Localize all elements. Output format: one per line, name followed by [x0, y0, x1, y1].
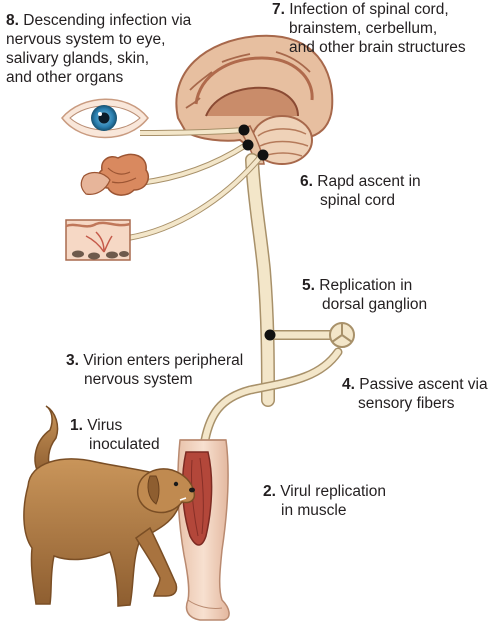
salivary-gland-illustration — [80, 153, 150, 196]
step-3-number: 3. — [66, 352, 79, 369]
step-5-line-1: Replication in — [319, 277, 413, 294]
step-8-line-4: and other organs — [6, 69, 124, 86]
junction-node-ganglion — [264, 329, 276, 341]
step-1-line-2: inoculated — [89, 436, 160, 453]
step-6-line-1: Rapd ascent in — [317, 173, 421, 190]
step-5-number: 5. — [302, 277, 315, 294]
junction-node-salivary — [242, 139, 254, 151]
label-step-6: 6. Rapd ascent in spinal cord — [300, 172, 421, 210]
label-step-2-container: 2. Virul replication in muscle — [263, 482, 386, 520]
label-step-3-container: 3. Virion enters peripheral nervous syst… — [66, 351, 243, 389]
spinal-cord — [245, 153, 275, 407]
human-leg-illustration — [177, 439, 230, 621]
step-3-line-1: Virion enters peripheral — [83, 352, 244, 369]
step-8-line-3: salivary glands, skin, — [6, 50, 150, 67]
step-8-line-1: Descending infection via — [23, 12, 192, 29]
step-3-line-2: nervous system — [84, 371, 193, 388]
label-step-1: 1. Virus inoculated — [70, 416, 160, 454]
skin-section-illustration — [65, 219, 131, 261]
step-7-line-2: brainstem, cerbellum, — [289, 20, 438, 37]
step-4-line-1: Passive ascent via — [359, 376, 488, 393]
label-step-4: 4. Passive ascent via sensory fibers — [342, 375, 488, 413]
label-step-7: 7. Infection of spinal cord, brainstem, … — [272, 0, 466, 57]
junction-node-eye — [238, 124, 250, 136]
step-1-line-1: Virus — [87, 417, 123, 434]
junction-node-skin — [257, 149, 269, 161]
step-6-number: 6. — [300, 173, 313, 190]
dog-illustration — [23, 405, 196, 607]
step-5-line-2: dorsal ganglion — [322, 296, 428, 313]
step-2-line-2: in muscle — [281, 502, 347, 519]
label-step-8-container: 8. Descending infection via nervous syst… — [6, 11, 191, 87]
step-6-line-2: spinal cord — [320, 192, 395, 209]
label-step-8: 8. Descending infection via nervous syst… — [6, 11, 191, 87]
label-step-1-container: 1. Virus inoculated — [70, 416, 160, 454]
descending-nerves — [127, 127, 265, 241]
label-step-6-container: 6. Rapd ascent in spinal cord — [300, 172, 421, 210]
label-step-4-container: 4. Passive ascent via sensory fibers — [342, 375, 488, 413]
label-step-7-container: 7. Infection of spinal cord, brainstem, … — [272, 0, 466, 57]
step-8-line-2: nervous system to eye, — [6, 31, 166, 48]
label-step-5-container: 5. Replication in dorsal ganglion — [302, 276, 427, 314]
step-7-line-3: and other brain structures — [289, 39, 466, 56]
eye-illustration — [61, 98, 149, 139]
step-1-number: 1. — [70, 417, 83, 434]
label-step-2: 2. Virul replication in muscle — [263, 482, 386, 520]
step-8-number: 8. — [6, 12, 19, 29]
label-step-5: 5. Replication in dorsal ganglion — [302, 276, 427, 314]
step-4-line-2: sensory fibers — [358, 395, 455, 412]
step-2-line-1: Virul replication — [280, 483, 386, 500]
label-step-3: 3. Virion enters peripheral nervous syst… — [66, 351, 243, 389]
step-4-number: 4. — [342, 376, 355, 393]
step-7-line-1: Infection of spinal cord, — [289, 1, 449, 18]
step-7-number: 7. — [272, 1, 285, 18]
step-2-number: 2. — [263, 483, 276, 500]
dorsal-ganglion — [329, 322, 355, 348]
